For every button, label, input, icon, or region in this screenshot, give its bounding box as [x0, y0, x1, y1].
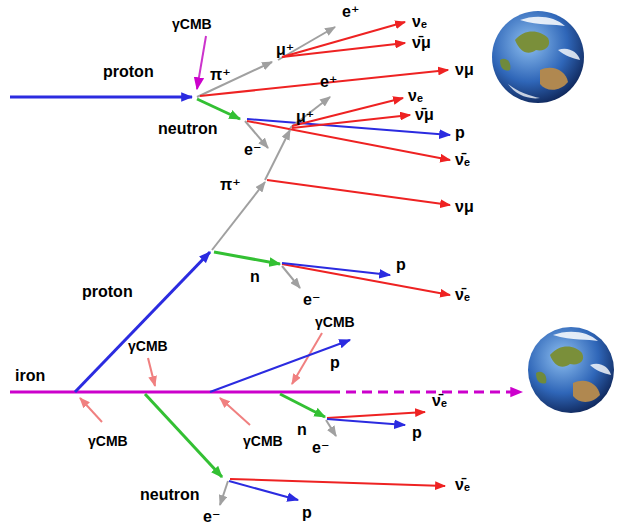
particle-label: e⁺	[342, 2, 359, 21]
neutrino-arrow	[230, 479, 445, 486]
particle-label: μ⁺	[276, 40, 294, 59]
particle-label: νμ	[455, 60, 474, 79]
photon-arrow	[220, 398, 250, 425]
particle-label: p	[455, 123, 465, 142]
neutrino-arrow	[282, 264, 450, 295]
particle-label: e⁻	[303, 290, 320, 309]
particle-label: ν̄μ	[415, 105, 434, 124]
particle-label: e⁻	[312, 438, 329, 457]
particle-label: proton	[103, 62, 154, 81]
neutrino-arrow	[282, 43, 405, 57]
proton-arrow	[10, 96, 192, 99]
particle-label: neutron	[140, 485, 200, 504]
particle-label: e⁻	[244, 140, 261, 159]
particle-label: proton	[82, 282, 133, 301]
particle-label: π⁺	[210, 65, 231, 84]
particle-label: p	[302, 503, 312, 522]
iron-track	[330, 391, 522, 394]
photon-arrow	[80, 398, 102, 422]
proton-arrow	[75, 252, 210, 392]
particle-label: γCMB	[243, 433, 283, 450]
neutron-arrow	[280, 394, 325, 417]
particle-label: μ⁺	[296, 107, 314, 126]
neutron-arrow	[197, 99, 240, 119]
particle-label: p	[330, 353, 340, 372]
particle-label: ν̄μ	[412, 33, 431, 52]
neutron-arrow	[145, 394, 222, 477]
particle-label: n	[250, 267, 260, 286]
particle-label: νₑ	[408, 86, 423, 105]
earth-picture	[528, 327, 614, 413]
particle-label: ν̄ₑ	[455, 285, 470, 304]
photon-arrow	[292, 333, 322, 384]
photon-arrow	[197, 36, 206, 89]
particle-label: γCMB	[88, 433, 128, 450]
particle-label: νμ	[455, 197, 474, 216]
neutrino-arrow	[267, 180, 450, 205]
neutrino-arrow	[327, 412, 425, 418]
particle-label: γCMB	[172, 16, 212, 33]
particle-label: iron	[15, 366, 45, 385]
neutrino-arrow	[282, 22, 405, 57]
iron-track	[10, 391, 330, 394]
proton-arrow	[210, 340, 350, 392]
proton-arrow	[229, 481, 298, 500]
particle-label: νₑ	[412, 12, 427, 31]
particle-label: γCMB	[128, 338, 168, 355]
proton-arrow	[282, 263, 390, 275]
particle-label: e⁻	[203, 508, 220, 527]
particle-label: π⁺	[220, 175, 241, 194]
particle-label: neutron	[158, 119, 218, 138]
particle-label: ν̄ₑ	[432, 391, 447, 410]
electron-arrow	[282, 266, 300, 288]
particle-label: ν̄ₑ	[455, 475, 470, 494]
photon-arrow	[148, 358, 155, 386]
particle-label: p	[396, 255, 406, 274]
proton-arrow	[327, 419, 405, 425]
muon-arrow	[265, 130, 290, 180]
particle-label: p	[412, 423, 422, 442]
particle-label: e⁺	[320, 72, 337, 91]
positron-arrow	[290, 97, 330, 128]
particle-label: ν̄ₑ	[455, 150, 470, 169]
particle-label: γCMB	[315, 314, 355, 331]
earth-picture	[492, 11, 584, 103]
neutron-arrow	[214, 252, 280, 264]
particle-label: n	[297, 420, 307, 439]
electron-arrow	[326, 420, 336, 436]
electron-arrow	[220, 481, 228, 505]
